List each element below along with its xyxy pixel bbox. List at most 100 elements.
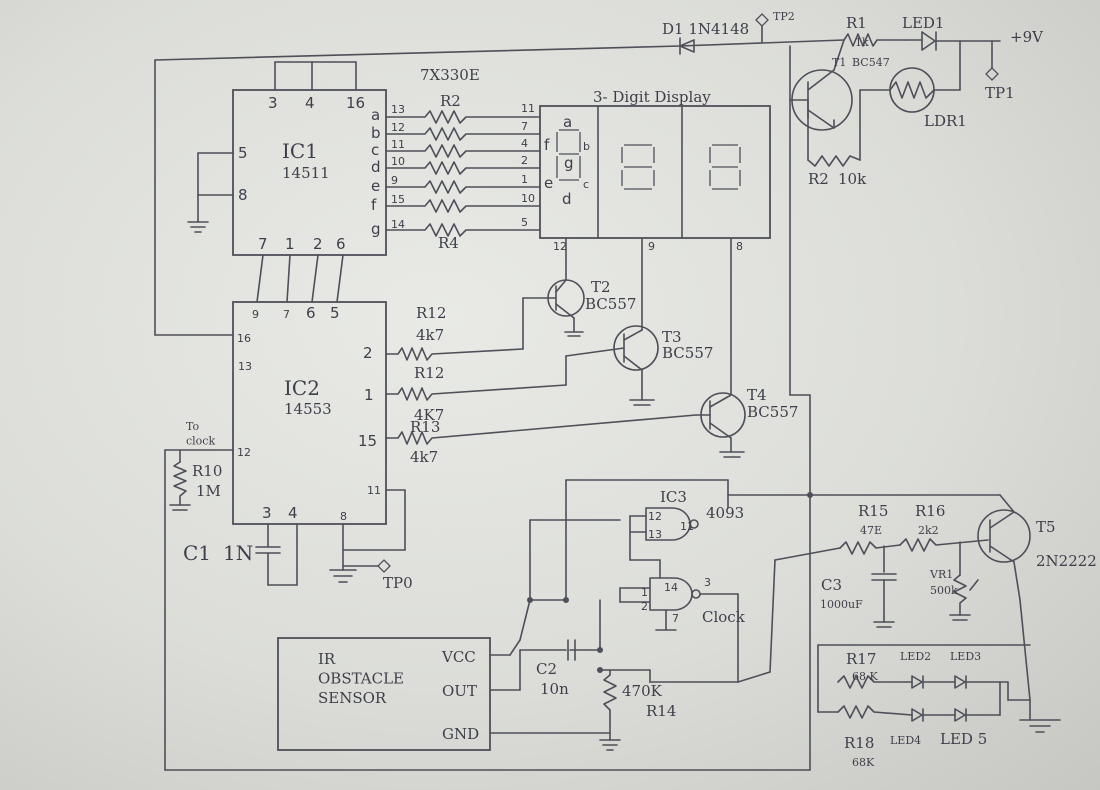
ic2-part: 14553 — [284, 400, 332, 418]
t2-symbol — [522, 279, 585, 350]
r2-value: 10k — [838, 170, 867, 188]
t1-part: BC547 — [852, 56, 890, 69]
t5-symbol — [977, 494, 1031, 701]
d1-label: D1 1N4148 — [662, 20, 749, 38]
ic1-pin5: 5 — [238, 144, 248, 162]
ic2-pin6: 6 — [306, 304, 316, 322]
ic3-part: 4093 — [706, 504, 744, 522]
t2-part: BC557 — [585, 295, 636, 313]
ic1-part: 14511 — [282, 164, 330, 182]
sensor-out: OUT — [442, 682, 477, 700]
sensor-vcc: VCC — [441, 648, 476, 666]
power-rail-top — [679, 25, 1001, 91]
seg-d-label: d — [562, 190, 572, 208]
r13-name: R13 — [410, 418, 440, 436]
r12b-name: R12 — [414, 364, 444, 382]
ic2-pin2: 2 — [363, 344, 373, 362]
tp1-label: TP1 — [985, 84, 1015, 102]
ic1-segpin-9: 9 — [391, 174, 398, 187]
ic2-name: IC2 — [284, 376, 320, 400]
seg-b-label: b — [583, 140, 590, 153]
ic1-pin16: 16 — [346, 94, 365, 112]
ic1-seg-d: d — [371, 158, 381, 176]
c2-name: C2 — [536, 660, 557, 678]
r16-name: R16 — [915, 502, 945, 520]
r10-value: 1M — [196, 482, 221, 500]
ic3-pin3: 3 — [704, 576, 711, 589]
r12b-value: 4K7 — [414, 406, 444, 424]
r17-value: 68 K — [852, 670, 878, 683]
display-body — [539, 105, 771, 239]
r17-name: R17 — [846, 650, 876, 668]
t3-symbol — [565, 325, 659, 406]
disp-pin-5: 5 — [521, 216, 528, 229]
ic1-segpin-10: 10 — [391, 155, 405, 168]
ic3-pin1: 1 — [641, 586, 648, 599]
ldr1-symbol — [889, 67, 935, 113]
r10-name: R10 — [192, 462, 222, 480]
c1-value: 1N — [223, 541, 253, 565]
ic2-pin11: 11 — [367, 484, 381, 497]
ic1-pin6: 6 — [336, 235, 346, 253]
r15-r16-chain — [839, 538, 989, 628]
ic1-seg-g: g — [371, 220, 381, 238]
ic1-pin4: 4 — [305, 94, 315, 112]
disp-common-9: 9 — [648, 240, 655, 253]
ic2-pin8: 8 — [340, 510, 347, 523]
ic1-segpin-15: 15 — [391, 193, 405, 206]
t4-name: T4 — [747, 386, 767, 404]
ic3-pin13: 13 — [648, 528, 662, 541]
r1-name: R1 — [846, 14, 867, 32]
led4-label: LED4 — [890, 734, 921, 747]
ic2-pin3: 3 — [262, 504, 272, 522]
disp-pin-11: 11 — [521, 102, 535, 115]
ic3-pin11: 11 — [680, 520, 694, 533]
ic3-pin2: 2 — [641, 600, 648, 613]
resistor-network — [385, 110, 541, 237]
ic2-pin9: 9 — [252, 308, 259, 321]
r15-name: R15 — [858, 502, 888, 520]
c3-value: 1000uF — [820, 598, 863, 611]
ic1-name: IC1 — [282, 139, 318, 163]
ic1-segpin-11: 11 — [391, 138, 405, 151]
digit2-segments — [621, 144, 655, 190]
ic2-pin5: 5 — [330, 304, 340, 322]
ir-sensor-body — [277, 637, 491, 751]
vr1-value: 500k — [930, 584, 958, 597]
r12a-name: R12 — [416, 304, 446, 322]
digit1-segments — [556, 129, 581, 181]
ic1-pin3: 3 — [268, 94, 278, 112]
disp-pin-10: 10 — [521, 192, 535, 205]
ic1-seg-a: a — [371, 106, 380, 124]
seg-g-label: g — [564, 154, 574, 172]
clock-label: Clock — [702, 608, 746, 626]
c2-r14-network — [489, 547, 841, 751]
led5-label: LED 5 — [940, 730, 987, 748]
ic1-seg-labels: a b c d e f g — [371, 106, 381, 238]
r14-value: 470K — [622, 682, 663, 700]
t1-symbol — [789, 39, 891, 496]
led3-label: LED3 — [950, 650, 981, 663]
ic1-seg-b: b — [371, 124, 381, 142]
ic2-pin12: 12 — [237, 446, 251, 459]
ic3-pin12: 12 — [648, 510, 662, 523]
disp-common-8: 8 — [736, 240, 743, 253]
ic3-name: IC3 — [660, 488, 687, 506]
resistor-r2-label: R2 — [440, 92, 461, 110]
r12a-value: 4k7 — [416, 326, 444, 344]
resistor-network-value: 7X330E — [420, 66, 480, 84]
ic2-pin13: 13 — [238, 360, 252, 373]
supply-label: +9V — [1010, 28, 1044, 46]
ic1-segpin-12: 12 — [391, 121, 405, 134]
led-banks — [817, 644, 1061, 733]
seg-a-label: a — [563, 113, 572, 131]
ic2-left-wires — [154, 45, 811, 771]
ic1-pin8: 8 — [238, 186, 248, 204]
t5-name: T5 — [1036, 518, 1056, 536]
c2-value: 10n — [540, 680, 569, 698]
disp-pin-2: 2 — [521, 154, 528, 167]
ic2-bottom-wires — [255, 489, 406, 586]
r16-value: 2k2 — [918, 524, 939, 537]
